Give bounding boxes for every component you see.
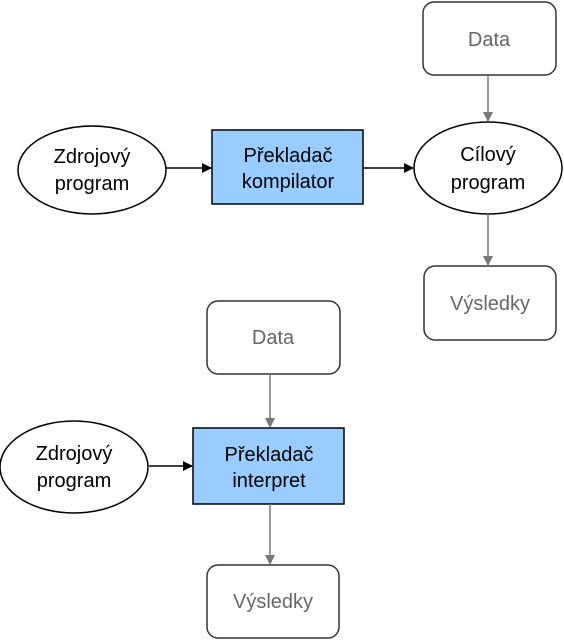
- interpreter-results-box: Výsledky: [206, 564, 340, 639]
- interpreter-diagram: Data Zdrojový program Překladač interpre…: [0, 300, 345, 639]
- compiler-diagram: Data Zdrojový program Překladač kompilat…: [17, 1, 563, 341]
- compiler-translator-line2: kompilator: [242, 171, 335, 193]
- compiler-results-box: Výsledky: [423, 265, 557, 341]
- interpreter-source-line2: program: [37, 470, 111, 492]
- compiler-data-label: Data: [468, 29, 511, 51]
- compiler-translator-box: Překladač kompilator: [211, 129, 364, 205]
- compiler-source-program: Zdrojový program: [17, 125, 167, 215]
- compiler-data-box: Data: [422, 1, 557, 76]
- interpreter-data-box: Data: [206, 300, 341, 375]
- interpreter-data-label: Data: [252, 327, 295, 349]
- compiler-source-line1: Zdrojový: [54, 146, 131, 168]
- interpreter-source-program: Zdrojový program: [0, 420, 149, 514]
- compiler-target-line2: program: [451, 172, 525, 194]
- interpreter-translator-line2: interpret: [232, 470, 306, 492]
- interpreter-translator-line1: Překladač: [225, 444, 314, 466]
- interpreter-results-label: Výsledky: [233, 591, 313, 613]
- compiler-translator-line1: Překladač: [244, 145, 333, 167]
- compiler-source-line2: program: [55, 173, 129, 195]
- compiler-results-label: Výsledky: [450, 293, 530, 315]
- compiler-target-program: Cílový program: [413, 121, 563, 215]
- interpreter-translator-box: Překladač interpret: [192, 427, 345, 505]
- interpreter-source-line1: Zdrojový: [36, 443, 113, 465]
- compiler-target-line1: Cílový: [460, 144, 516, 166]
